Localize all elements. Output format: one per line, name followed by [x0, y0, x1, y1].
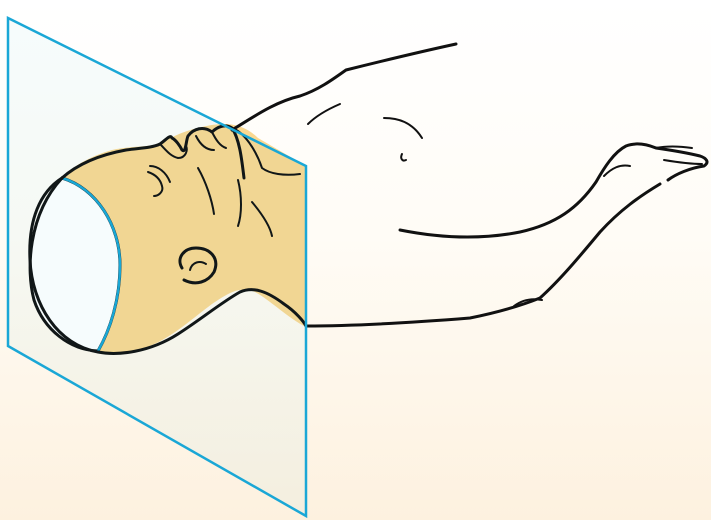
navel-mark — [401, 154, 406, 161]
shoulder-line — [308, 104, 340, 124]
arm-upper-outline — [400, 144, 707, 237]
section-plane — [8, 18, 306, 516]
body-lower-outline — [306, 184, 660, 326]
pectoral-line — [384, 118, 422, 138]
chest-outline — [232, 44, 456, 130]
forearm-line — [604, 165, 630, 176]
